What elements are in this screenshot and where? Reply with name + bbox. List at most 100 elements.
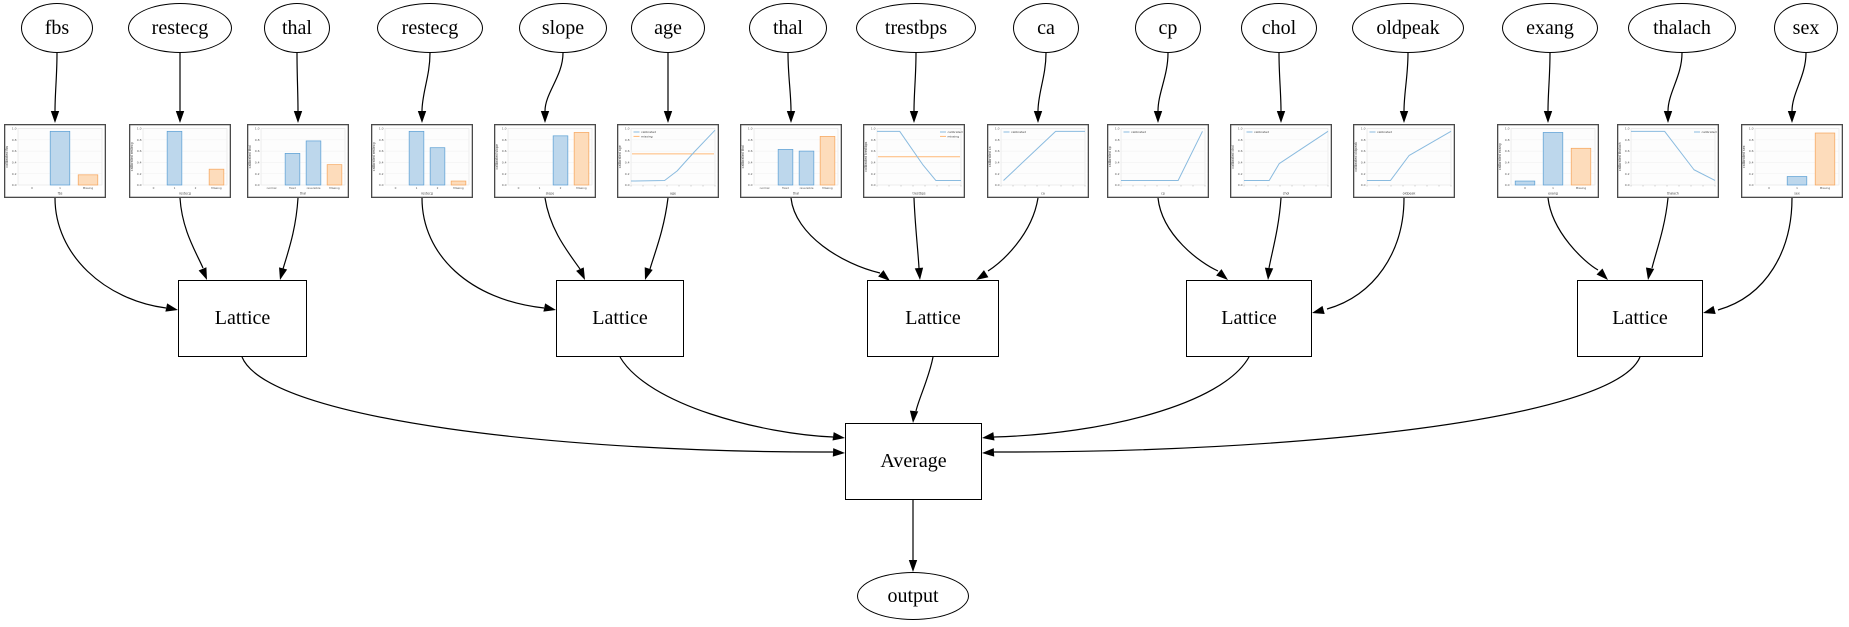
svg-text:calibrated slope: calibrated slope <box>495 144 499 170</box>
svg-text:fbs: fbs <box>58 192 63 196</box>
edge-restecg-to-chart <box>175 53 185 123</box>
svg-text:calibrated cp: calibrated cp <box>1108 146 1112 167</box>
feature-node-cp-9: cp <box>1135 3 1201 53</box>
edge-chart-thal-to-lattice <box>790 197 890 281</box>
edge-exang-to-chart <box>1543 52 1553 123</box>
svg-text:0.0: 0.0 <box>12 183 17 187</box>
svg-text:0: 0 <box>1768 186 1770 190</box>
svg-text:trestbps: trestbps <box>912 192 925 196</box>
svg-text:calibrated: calibrated <box>1377 130 1392 134</box>
svg-text:0.8: 0.8 <box>255 138 260 142</box>
svg-text:1.0: 1.0 <box>1115 127 1120 131</box>
edge-chart-thal-to-lattice <box>279 197 299 280</box>
edge-chart-restecg-to-lattice <box>179 197 207 280</box>
svg-text:0.6: 0.6 <box>748 149 753 153</box>
svg-text:0.8: 0.8 <box>12 138 17 142</box>
svg-text:0.0: 0.0 <box>137 183 142 187</box>
feature-label: fbs <box>44 16 70 39</box>
feature-label: age <box>654 16 682 39</box>
feature-node-sex-14: sex <box>1774 3 1838 53</box>
svg-text:1: 1 <box>174 186 176 190</box>
svg-text:calibrated chol: calibrated chol <box>1231 145 1235 169</box>
feature-node-fbs-0: fbs <box>21 3 93 53</box>
lattice-label: Lattice <box>1221 307 1277 329</box>
edge-chart-thalach-to-lattice <box>1645 197 1669 280</box>
svg-text:0.2: 0.2 <box>748 172 753 176</box>
svg-text:0.0: 0.0 <box>995 183 1000 187</box>
edge-trestbps-to-chart <box>909 52 919 123</box>
svg-text:0.0: 0.0 <box>1115 183 1120 187</box>
svg-text:0.2: 0.2 <box>137 172 142 176</box>
svg-text:missing: missing <box>948 135 960 139</box>
svg-text:Missing: Missing <box>822 186 833 190</box>
svg-text:calibrated sex: calibrated sex <box>1742 145 1746 168</box>
feature-label: chol <box>1261 16 1297 39</box>
svg-text:0.4: 0.4 <box>255 161 260 165</box>
svg-text:0.2: 0.2 <box>625 172 630 176</box>
svg-text:0.4: 0.4 <box>1505 161 1510 165</box>
svg-text:0.6: 0.6 <box>1625 149 1630 153</box>
svg-text:Missing: Missing <box>1576 186 1587 190</box>
output-label: output <box>887 584 939 607</box>
svg-text:1.0: 1.0 <box>379 127 384 131</box>
svg-text:calibrated oldpeak: calibrated oldpeak <box>1354 142 1358 172</box>
svg-text:Missing: Missing <box>329 186 340 190</box>
svg-text:calibrated: calibrated <box>948 130 963 134</box>
svg-text:0.0: 0.0 <box>502 183 507 187</box>
feature-node-age-5: age <box>631 3 705 53</box>
edge-chart-slope-to-lattice <box>544 197 585 280</box>
svg-text:cp: cp <box>1161 192 1165 196</box>
feature-label: thalach <box>1653 16 1711 39</box>
svg-text:1: 1 <box>539 186 541 190</box>
lattice-node-5: Lattice <box>1577 280 1703 357</box>
svg-text:0.2: 0.2 <box>12 172 17 176</box>
svg-text:2: 2 <box>195 186 197 190</box>
svg-text:ca: ca <box>1041 192 1045 196</box>
feature-label: cp <box>1158 16 1178 39</box>
feature-node-thalach-13: thalach <box>1628 3 1736 53</box>
svg-text:0.2: 0.2 <box>1749 172 1754 176</box>
edge-lattice-5-to-average <box>982 356 1641 457</box>
svg-text:0.8: 0.8 <box>1505 138 1510 142</box>
lattice-label: Lattice <box>905 307 961 329</box>
svg-text:0.2: 0.2 <box>1238 172 1243 176</box>
feature-label: thal <box>282 16 312 39</box>
svg-text:1.0: 1.0 <box>12 127 17 131</box>
svg-text:0.0: 0.0 <box>1238 183 1243 187</box>
feature-label: oldpeak <box>1376 16 1440 39</box>
svg-text:Missing: Missing <box>1820 186 1831 190</box>
svg-text:0.8: 0.8 <box>1625 138 1630 142</box>
svg-text:0: 0 <box>395 186 397 190</box>
svg-text:0.8: 0.8 <box>625 138 630 142</box>
svg-text:sex: sex <box>1794 192 1800 196</box>
svg-text:calibrated restecg: calibrated restecg <box>372 142 376 171</box>
svg-text:0.6: 0.6 <box>995 149 1000 153</box>
svg-text:1.0: 1.0 <box>995 127 1000 131</box>
svg-text:0: 0 <box>1524 186 1526 190</box>
feature-node-thal-6: thal <box>749 3 827 53</box>
lattice-node-1: Lattice <box>178 280 307 357</box>
edge-chart-trestbps-to-lattice <box>913 197 924 280</box>
svg-text:1.0: 1.0 <box>137 127 142 131</box>
svg-text:1.0: 1.0 <box>1238 127 1243 131</box>
feature-label: exang <box>1526 16 1574 39</box>
feature-label: restecg <box>401 16 459 39</box>
svg-text:1: 1 <box>416 186 418 190</box>
svg-text:0.6: 0.6 <box>1749 149 1754 153</box>
svg-text:0.4: 0.4 <box>502 161 507 165</box>
feature-label: thal <box>773 16 803 39</box>
svg-text:2: 2 <box>560 186 562 190</box>
svg-text:0.0: 0.0 <box>748 183 753 187</box>
svg-text:0.4: 0.4 <box>12 161 17 165</box>
feature-node-slope-4: slope <box>519 3 607 53</box>
svg-text:0.8: 0.8 <box>137 138 142 142</box>
svg-text:restecg: restecg <box>179 192 191 196</box>
edge-chart-exang-to-lattice <box>1547 197 1608 280</box>
svg-text:0.4: 0.4 <box>995 161 1000 165</box>
svg-text:0.4: 0.4 <box>137 161 142 165</box>
